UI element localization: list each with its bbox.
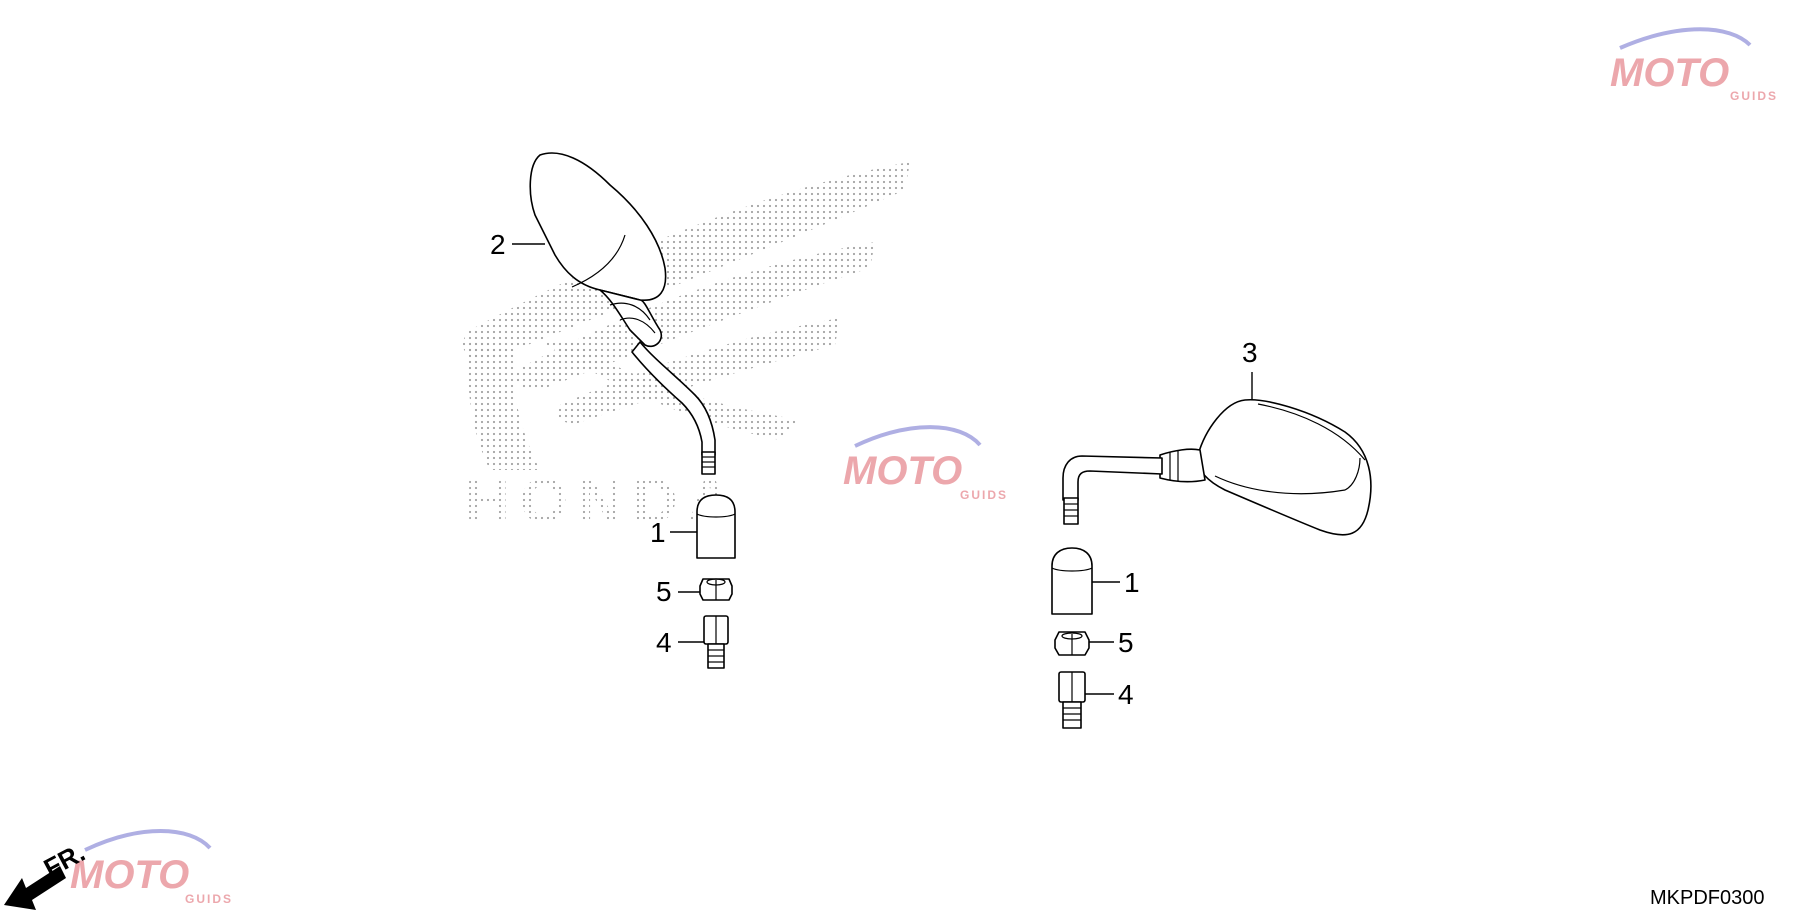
watermark-sub: GUIDS: [1730, 89, 1778, 103]
right-mirror-assembly: [1062, 398, 1372, 536]
left-cover: [696, 494, 736, 559]
watermark-sub: GUIDS: [185, 892, 233, 906]
callout-right-nut: 5: [1118, 627, 1134, 658]
right-mirror-head: [1196, 398, 1372, 536]
left-adapter-bolt: [703, 615, 729, 669]
callout-left-mirror: 2: [490, 229, 506, 260]
motoguids-watermark-bottom-left: MOTO GUIDS: [70, 829, 233, 906]
diagram-code: MKPDF0300: [1650, 887, 1765, 909]
front-arrow-icon: [4, 866, 66, 910]
left-mirror-assembly: [529, 152, 716, 475]
callout-right-adapter: 4: [1118, 679, 1134, 710]
leader-lines: [512, 243, 1253, 695]
watermark-word: MOTO: [843, 449, 962, 493]
callout-left-nut: 5: [656, 576, 672, 607]
watermark-sub: GUIDS: [960, 488, 1008, 502]
watermark-word: MOTO: [70, 853, 189, 897]
honda-logo-text: HONDA: [465, 467, 742, 536]
front-direction-indicator: FR.: [4, 837, 90, 910]
right-cover: [1051, 547, 1093, 615]
callout-right-mirror: 3: [1242, 337, 1258, 368]
right-adapter-bolt: [1058, 671, 1086, 729]
watermark-word: MOTO: [1610, 51, 1729, 95]
right-nut: [1054, 631, 1090, 656]
motoguids-watermark-top-right: MOTO GUIDS: [1610, 27, 1778, 103]
right-mirror-thread: [1063, 497, 1079, 525]
callout-left-adapter: 4: [656, 627, 672, 658]
left-mirror-thread: [701, 451, 716, 475]
right-mirror-neck: [1159, 448, 1206, 483]
callout-left-cover: 1: [650, 517, 666, 548]
motoguids-watermark-center: MOTO GUIDS: [843, 425, 1008, 502]
left-mirror-head: [529, 152, 667, 301]
right-mirror-stem: [1062, 455, 1163, 501]
callout-right-cover: 1: [1124, 567, 1140, 598]
left-nut: [699, 578, 733, 601]
